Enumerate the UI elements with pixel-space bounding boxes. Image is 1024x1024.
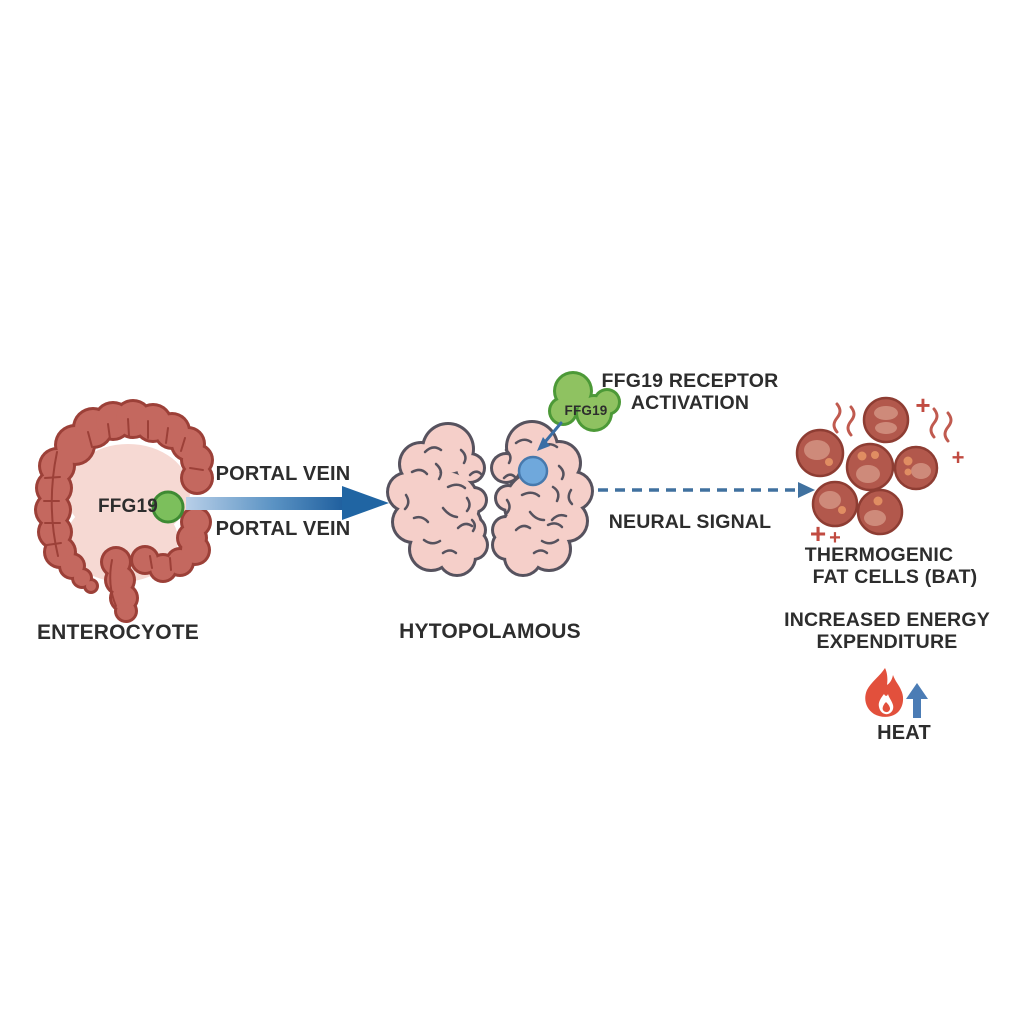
energy-caption: INCREASED ENERGY EXPENDITURE [784,609,990,654]
receptor-activation-line2: ACTIVATION [630,391,750,414]
thermogenic-caption-line1: THERMOGENIC [804,544,954,566]
receptor-activation-caption: FFG19 RECEPTOR ACTIVATION [601,370,779,415]
receptor-site-dot [517,455,549,487]
lipid-droplets [804,406,931,526]
neural-signal-caption: NEURAL SIGNAL [608,511,772,533]
ffg19-molecule-dot [151,490,185,524]
plus-icon: + [829,527,841,549]
heat-caption: HEAT [877,722,931,744]
hypothalamus-caption: HYTOPOLAMOUS [399,620,581,643]
neural-signal-arrow [598,482,815,498]
brain-icon [386,420,594,577]
ffg19-ligand-blob-icon [548,371,621,432]
colon-crease-lines [43,418,204,607]
receptor-binding-arrow [537,421,563,451]
portal-vein-label-bottom: PORTAL VEIN [215,518,351,540]
receptor-activation-line1: FFG19 RECEPTOR [601,370,779,392]
heat-up-arrow-icon [906,683,928,718]
ffg19-blob-label: FFG19 [564,403,608,418]
thermogenic-caption-line2: FAT CELLS (BAT) [812,566,978,588]
brain-gyri-lines [403,438,574,555]
portal-vein-arrow [186,486,389,520]
portal-vein-label-top: PORTAL VEIN [215,463,351,485]
plus-icon: + [952,445,965,470]
intestine-icon [34,399,214,623]
plus-icon: + [915,390,930,420]
energy-caption-line1: INCREASED ENERGY [784,609,990,631]
fat-cells-icon: + + + + [795,390,965,549]
flame-icon [865,668,904,717]
ffg19-intestine-label: FFG19 [97,496,159,517]
energy-caption-line2: EXPENDITURE [816,630,958,653]
enterocyte-caption: ENTEROCYOTE [36,621,200,644]
heat-wave-icon [832,402,953,443]
plus-icon: + [810,518,826,549]
cell-granules [825,451,913,514]
